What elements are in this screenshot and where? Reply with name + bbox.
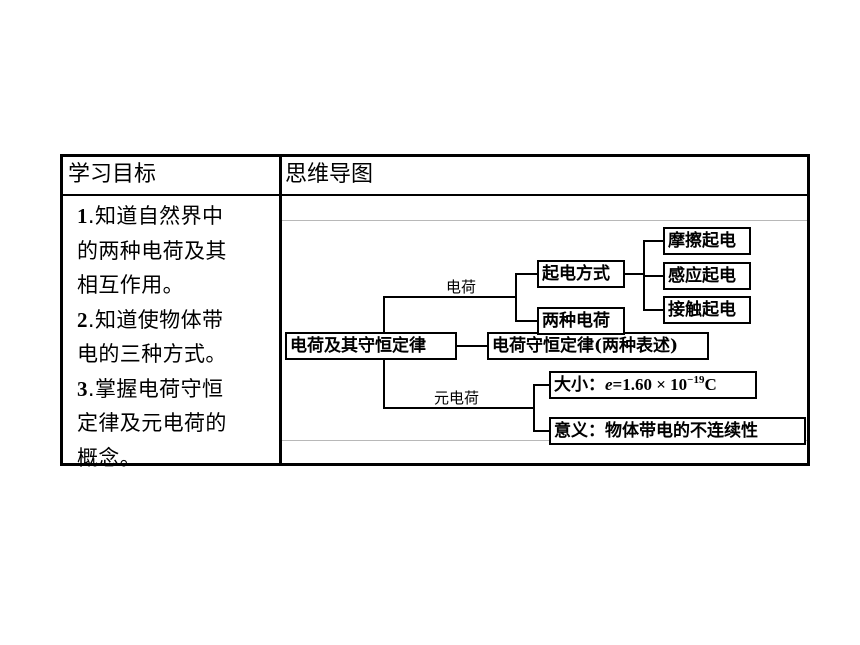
header-learning-goals: 学习目标 — [68, 162, 157, 187]
meaning-node: 意义：物体带电的不连续性 — [549, 417, 806, 445]
two-kinds-node: 两种电荷 — [537, 307, 625, 335]
header-divider — [63, 194, 807, 196]
to-methods-line — [515, 273, 537, 275]
branch-elem-label: 元电荷 — [434, 389, 480, 407]
mind-map: 电荷及其守恒定律 电荷守恒定律(两种表述) 电荷 起电方式 两种电荷 摩擦起电 … — [282, 196, 807, 463]
root-node: 电荷及其守恒定律 — [285, 332, 457, 360]
conservation-node: 电荷守恒定律(两种表述) — [487, 332, 709, 360]
goal-2-line-1: 2.知道使物体带 — [77, 307, 224, 332]
goals-mindmap-table: 学习目标 思维导图 1.知道自然界中 的两种电荷及其 相互作用。 2.知道使物体… — [60, 154, 810, 470]
contact-node: 接触起电 — [663, 296, 751, 324]
to-contact-line — [643, 309, 663, 311]
goal-3-line-1: 3.掌握电荷守恒 — [77, 376, 224, 401]
branch-charge-vertical — [515, 273, 517, 321]
branch-charge-line — [383, 296, 515, 298]
goal-2-line-2: 电的三种方式。 — [77, 342, 227, 366]
size-node: 大小：e=1.60 × 10−19C — [549, 371, 757, 399]
column-divider — [279, 157, 282, 463]
branch-elem-vertical — [533, 384, 535, 432]
map-bottom-rule — [282, 440, 807, 441]
methods-connector — [625, 273, 643, 275]
goal-1-line-1: 1.知道自然界中 — [77, 204, 224, 228]
trunk-down — [383, 360, 385, 408]
goal-3-line-2: 定律及元电荷的 — [77, 411, 227, 435]
friction-node: 摩擦起电 — [663, 227, 751, 255]
induction-node: 感应起电 — [663, 262, 751, 290]
to-two-kinds-line — [515, 320, 537, 322]
connector-root-conservation — [457, 345, 487, 347]
goal-1-line-3: 相互作用。 — [77, 273, 184, 297]
to-induction-line — [643, 275, 663, 277]
to-friction-line — [643, 240, 663, 242]
to-size-line — [533, 384, 549, 386]
goal-3-line-3: 概念。 — [77, 445, 142, 470]
goal-1-line-2: 的两种电荷及其 — [77, 238, 227, 263]
branch-charge-label: 电荷 — [446, 278, 477, 296]
map-top-rule — [282, 220, 807, 221]
methods-node: 起电方式 — [537, 260, 625, 288]
learning-goals-list: 1.知道自然界中 的两种电荷及其 相互作用。 2.知道使物体带 电的三种方式。 … — [77, 199, 275, 475]
to-meaning-line — [533, 430, 549, 432]
trunk-up — [383, 296, 385, 332]
header-mind-map: 思维导图 — [285, 162, 374, 187]
branch-elem-line — [383, 407, 533, 409]
